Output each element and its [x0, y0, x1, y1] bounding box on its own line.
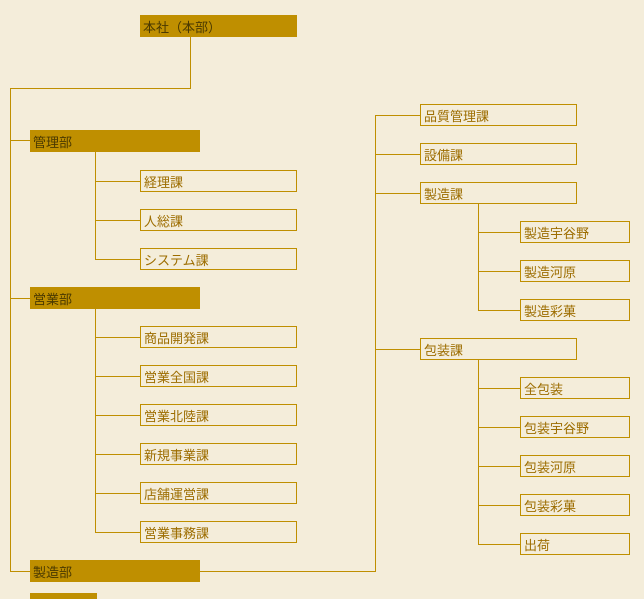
org-node-shohin-kaihatsuka[interactable]: 商品開発課 — [140, 326, 297, 348]
org-node-zen-hoso[interactable]: 全包装 — [520, 377, 630, 399]
connector-line — [478, 360, 479, 545]
org-node-setsubika[interactable]: 設備課 — [420, 143, 577, 165]
connector-line — [95, 454, 140, 455]
connector-line — [95, 493, 140, 494]
connector-line — [95, 376, 140, 377]
connector-line — [478, 505, 520, 506]
connector-line — [200, 571, 375, 572]
connector-line — [190, 37, 191, 88]
connector-line — [478, 232, 520, 233]
org-node-hinshitsu-kanrika[interactable]: 品質管理課 — [420, 104, 577, 126]
connector-line — [10, 298, 30, 299]
connector-line — [375, 193, 420, 194]
org-node-hoso-saika[interactable]: 包装彩菓 — [520, 494, 630, 516]
connector-line — [95, 337, 140, 338]
org-node-hosoka[interactable]: 包装課 — [420, 338, 577, 360]
connector-line — [375, 115, 376, 572]
connector-line — [478, 388, 520, 389]
org-node-seizo-saika[interactable]: 製造彩菓 — [520, 299, 630, 321]
org-node-honsha[interactable]: 本社（本部） — [140, 15, 297, 37]
org-node-keirika[interactable]: 経理課 — [140, 170, 297, 192]
org-node-eigyobu[interactable]: 営業部 — [30, 287, 200, 309]
connector-line — [10, 140, 30, 141]
org-node-jinsoka[interactable]: 人総課 — [140, 209, 297, 231]
connector-line — [95, 259, 140, 260]
connector-line — [375, 115, 420, 116]
connector-line — [10, 571, 30, 572]
org-node-hoso-utano[interactable]: 包装宇谷野 — [520, 416, 630, 438]
connector-line — [95, 151, 96, 260]
org-node-shisutemuka[interactable]: システム課 — [140, 248, 297, 270]
connector-line — [10, 88, 191, 89]
connector-line — [95, 532, 140, 533]
org-node-seizo-utano[interactable]: 製造宇谷野 — [520, 221, 630, 243]
org-node-eigyo-jimuka[interactable]: 営業事務課 — [140, 521, 297, 543]
connector-line — [478, 427, 520, 428]
org-node-partial[interactable] — [30, 593, 97, 599]
org-node-shukka[interactable]: 出荷 — [520, 533, 630, 555]
org-node-eigyo-hokurikuka[interactable]: 営業北陸課 — [140, 404, 297, 426]
connector-line — [95, 220, 140, 221]
connector-line — [478, 544, 520, 545]
connector-line — [478, 310, 520, 311]
connector-line — [95, 309, 96, 533]
org-node-tenpo-uneika[interactable]: 店舗運営課 — [140, 482, 297, 504]
org-node-hoso-kawahara[interactable]: 包装河原 — [520, 455, 630, 477]
connector-line — [95, 181, 140, 182]
connector-line — [375, 154, 420, 155]
connector-line — [375, 349, 420, 350]
connector-line — [478, 204, 479, 311]
connector-line — [10, 88, 11, 572]
connector-line — [478, 271, 520, 272]
connector-line — [95, 415, 140, 416]
org-node-seizo-kawahara[interactable]: 製造河原 — [520, 260, 630, 282]
org-node-eigyo-zenkokuka[interactable]: 営業全国課 — [140, 365, 297, 387]
connector-line — [478, 466, 520, 467]
org-node-seizoka[interactable]: 製造課 — [420, 182, 577, 204]
org-node-seizobu[interactable]: 製造部 — [30, 560, 200, 582]
org-node-shinki-jigyoka[interactable]: 新規事業課 — [140, 443, 297, 465]
org-node-kanribu[interactable]: 管理部 — [30, 130, 200, 152]
